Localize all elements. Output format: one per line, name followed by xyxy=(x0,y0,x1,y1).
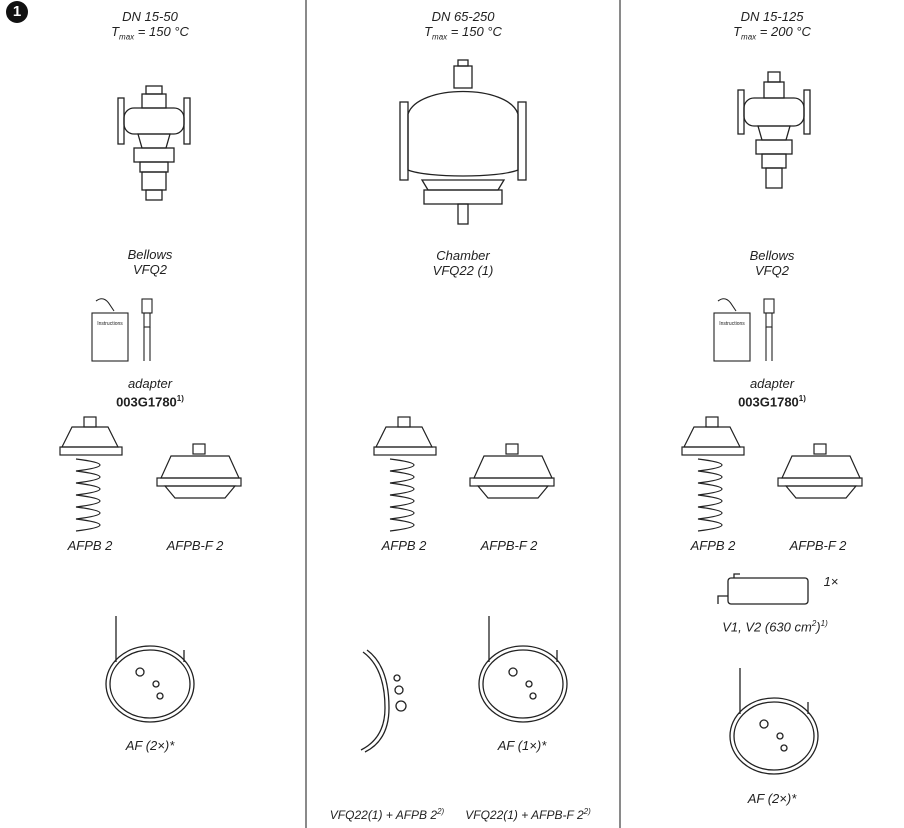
col1-tmax: Tmax = 150 °C xyxy=(111,24,189,42)
col3-valve-type: Bellows xyxy=(749,248,795,263)
col1-filter-label: AF (2×)* xyxy=(125,738,175,753)
actuator-flat-icon xyxy=(469,443,555,499)
col1-booklet-label: Instructions xyxy=(97,321,123,327)
actuator-flat-icon xyxy=(156,443,242,499)
col3-actuator-right: AFPB-F 2 xyxy=(789,538,847,553)
col3-dn-range: DN 15-125 xyxy=(740,9,804,24)
actuator-spring-icon xyxy=(59,416,123,532)
actuator-spring-icon xyxy=(373,416,437,532)
col1-dn-range: DN 15-50 xyxy=(122,9,178,24)
col3-booklet-label: Instructions xyxy=(719,321,745,327)
col2-filter-label: AF (1×)* xyxy=(497,738,547,753)
impulse-tube-coil-icon xyxy=(729,668,819,775)
col1-valve-model: VFQ2 xyxy=(133,262,167,277)
actuator-spring-icon xyxy=(681,416,745,532)
actuator-flat-icon xyxy=(777,443,863,499)
col3-actuator-left: AFPB 2 xyxy=(690,538,736,553)
instruction-booklet-icon xyxy=(713,298,775,362)
col3-tmax: Tmax = 200 °C xyxy=(733,24,811,42)
col2-tmax: Tmax = 150 °C xyxy=(424,24,502,42)
col2-valve-type: Chamber xyxy=(436,248,490,263)
condensate-vessel-icon xyxy=(717,573,809,605)
valve-bellows-icon xyxy=(737,71,811,189)
valve-bellows-icon xyxy=(117,85,191,201)
instruction-booklet-icon xyxy=(91,298,153,362)
impulse-tube-straight-icon xyxy=(360,649,407,753)
impulse-tube-coil-icon xyxy=(105,616,195,723)
column-divider xyxy=(305,0,307,828)
col1-actuator-left: AFPB 2 xyxy=(67,538,113,553)
col1-adapter-code: 003G17801) xyxy=(116,394,184,410)
col3-vessel-qty: 1× xyxy=(823,574,839,589)
col2-actuator-left: AFPB 2 xyxy=(381,538,427,553)
col2-bottom-left: VFQ22(1) + AFPB 22) xyxy=(329,807,445,822)
col1-actuator-right: AFPB-F 2 xyxy=(166,538,224,553)
col2-dn-range: DN 65-250 xyxy=(431,9,495,24)
figure-number-badge: 1 xyxy=(6,1,28,23)
col1-valve-type: Bellows xyxy=(127,247,173,262)
col1-adapter-label: adapter xyxy=(127,376,173,391)
col2-actuator-right: AFPB-F 2 xyxy=(480,538,538,553)
valve-chamber-icon xyxy=(399,59,527,225)
impulse-tube-coil-icon xyxy=(478,616,568,723)
column-divider xyxy=(619,0,621,828)
col3-vessel-label: V1, V2 (630 cm2)1) xyxy=(722,619,828,635)
col2-valve-model: VFQ22 (1) xyxy=(432,263,494,278)
col2-bottom-right: VFQ22(1) + AFPB-F 22) xyxy=(465,807,591,822)
col3-adapter-code: 003G17801) xyxy=(738,394,806,410)
col3-adapter-label: adapter xyxy=(749,376,795,391)
col3-filter-label: AF (2×)* xyxy=(747,791,797,806)
col3-valve-model: VFQ2 xyxy=(755,263,789,278)
